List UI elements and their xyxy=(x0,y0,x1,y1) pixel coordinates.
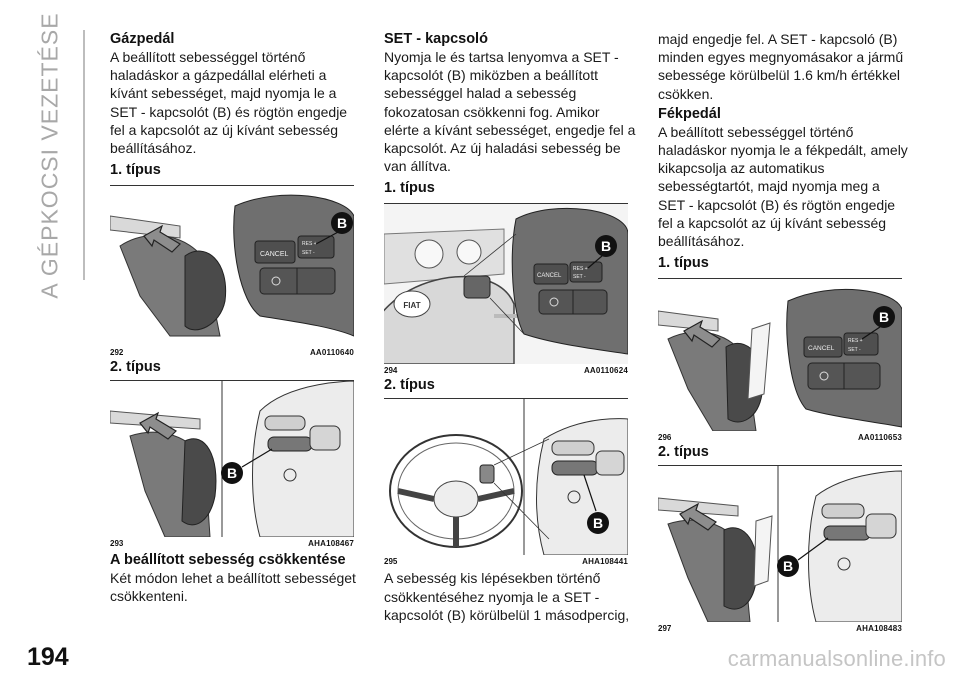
column-1: Gázpedál A beállított sebességgel történ… xyxy=(110,30,362,606)
figure-295-caption: 295 AHA108441 xyxy=(384,555,628,567)
callout-b-marker xyxy=(595,235,617,258)
figure-292: CANCEL RES + SET - B 292 AA0110640 xyxy=(110,185,354,358)
figure-293-illustration: B xyxy=(110,381,354,538)
figure-296-caption: 296 AA0110653 xyxy=(658,431,902,443)
figure-297-caption: 297 AHA108483 xyxy=(658,622,902,634)
gas-pedal-text: A beállított sebességgel történő haladás… xyxy=(110,49,348,157)
callout-b-label: B xyxy=(593,515,603,531)
chapter-title: A GÉPKOCSI VEZETÉSE xyxy=(22,12,78,298)
callout-b-marker xyxy=(587,512,609,535)
figure-294-illustration: FIAT CANCEL RES + SET - B xyxy=(384,204,628,365)
figure-number: 292 xyxy=(110,348,124,358)
figure-294-caption: 294 AA0110624 xyxy=(384,364,628,376)
figure-294: FIAT CANCEL RES + SET - B 294 AA0110624 xyxy=(384,203,628,376)
figure-number: 297 xyxy=(658,624,672,634)
heading-reduce-speed: A beállított sebesség csökkentése xyxy=(110,552,346,569)
continued-text: majd engedje fel. A SET - kapcsoló (B) m… xyxy=(658,31,904,102)
callout-b-label: B xyxy=(337,215,347,231)
figure-number: 296 xyxy=(658,433,672,443)
figure-296-illustration: CANCEL RES + SET - B xyxy=(658,289,902,432)
chapter-title-text: A GÉPKOCSI VEZETÉSE xyxy=(36,11,63,299)
label-res: RES + xyxy=(302,241,317,247)
subheading-type-2: 2. típus xyxy=(110,359,161,376)
figure-code: AHA108483 xyxy=(856,624,902,634)
subheading-type-1: 1. típus xyxy=(110,162,161,179)
figure-number: 295 xyxy=(384,557,398,567)
set-switch-text: Nyomja le és tartsa lenyomva a SET - kap… xyxy=(384,49,636,175)
label-cancel: CANCEL xyxy=(260,251,289,258)
figure-292-caption: 292 AA0110640 xyxy=(110,346,354,358)
callout-b-label: B xyxy=(879,309,889,325)
subheading-type-2: 2. típus xyxy=(658,444,709,461)
figure-295-illustration: B xyxy=(389,399,628,556)
reduce-small-steps-text: A sebesség kis lépésekben történő csökke… xyxy=(384,570,630,623)
figure-293-caption: 293 AHA108467 xyxy=(110,537,354,549)
brake-pedal-text: A beállított sebességgel történő haladás… xyxy=(658,123,908,250)
callout-b-marker xyxy=(221,462,243,485)
callout-b-label: B xyxy=(783,558,793,574)
label-cancel: CANCEL xyxy=(808,345,835,352)
callout-b-label: B xyxy=(227,465,237,481)
callout-b-marker xyxy=(873,306,895,329)
figure-296: CANCEL RES + SET - B 296 AA0110653 xyxy=(658,278,902,443)
subheading-type-1: 1. típus xyxy=(384,180,435,197)
figure-295: B 295 AHA108441 xyxy=(384,398,628,567)
label-set: SET - xyxy=(573,274,586,280)
reduce-speed-text: Két módon lehet a beállított sebességet … xyxy=(110,570,356,605)
column-2: SET - kapcsoló Nyomja le és tartsa lenyo… xyxy=(384,30,636,624)
label-cancel: CANCEL xyxy=(537,273,562,279)
figure-code: AA0110624 xyxy=(583,366,628,376)
figure-297-illustration: B xyxy=(658,466,902,623)
label-res: RES + xyxy=(848,338,863,344)
figure-code: AHA108467 xyxy=(308,539,354,549)
figure-number: 293 xyxy=(110,539,124,549)
figure-code: AHA108441 xyxy=(582,557,628,567)
figure-code: AA0110653 xyxy=(857,433,902,443)
heading-brake-pedal: Fékpedál xyxy=(658,105,721,122)
callout-b-label: B xyxy=(601,238,611,254)
figure-292-illustration: CANCEL RES + SET - B xyxy=(110,194,354,337)
label-res: RES + xyxy=(573,266,588,272)
figure-number: 294 xyxy=(384,366,398,376)
page-number: 194 xyxy=(27,643,69,671)
figure-293: B 293 AHA108467 xyxy=(110,380,354,549)
callout-b-marker xyxy=(777,555,799,578)
subheading-type-2: 2. típus xyxy=(384,377,435,394)
watermark: carmanualsonline.info xyxy=(727,646,946,671)
figure-297: B 297 AHA108483 xyxy=(658,465,902,634)
column-3: majd engedje fel. A SET - kapcsoló (B) m… xyxy=(658,30,910,634)
heading-set-switch: SET - kapcsoló xyxy=(384,31,488,47)
callout-b-marker xyxy=(331,212,353,235)
label-set: SET - xyxy=(302,250,315,256)
subheading-type-1: 1. típus xyxy=(658,255,709,272)
heading-gas-pedal: Gázpedál xyxy=(110,31,175,47)
label-brand: FIAT xyxy=(403,301,420,310)
figure-code: AA0110640 xyxy=(309,348,354,358)
chapter-divider xyxy=(83,30,85,280)
label-set: SET - xyxy=(848,347,861,353)
